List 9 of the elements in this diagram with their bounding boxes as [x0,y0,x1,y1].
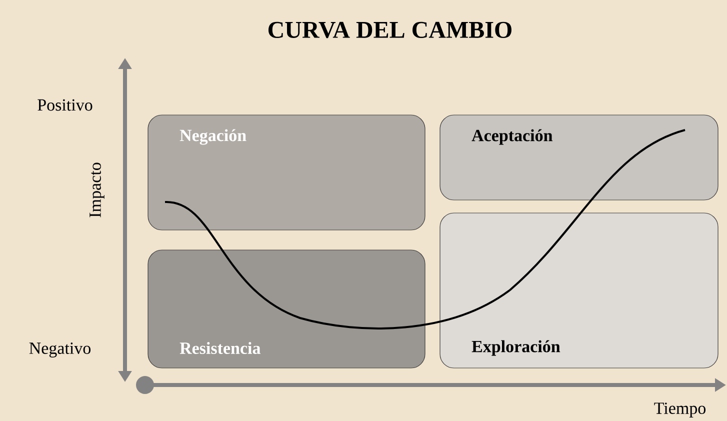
quadrant-box: Negación [148,114,426,230]
axis-label: Tiempo [654,402,706,418]
quadrant-box: Exploración [440,212,718,368]
axis-label: Positivo [38,99,92,111]
axis-label: Negativo [29,342,91,358]
quadrant-box: Aceptación [440,114,718,200]
axis-label: Impacto [90,162,104,218]
title: CURVA DEL CAMBIO [268,22,512,38]
quadrant-box: Resistencia [148,250,426,368]
